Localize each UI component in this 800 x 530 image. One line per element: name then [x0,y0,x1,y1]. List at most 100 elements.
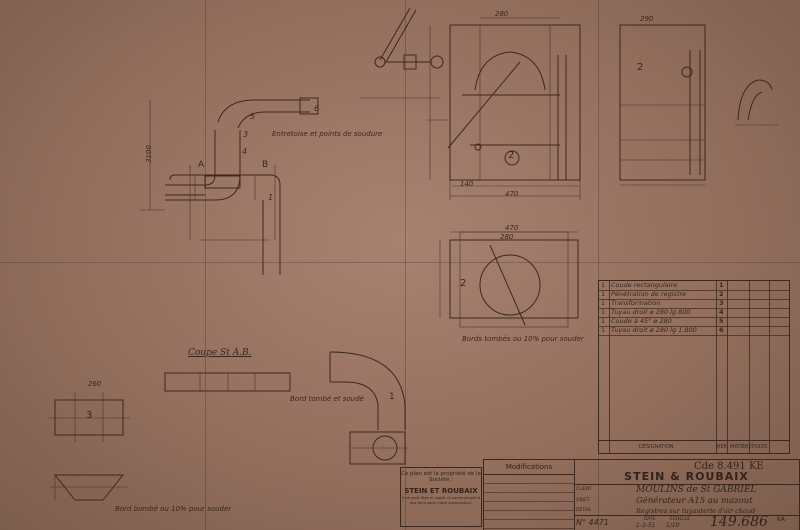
dim-140: 140 [460,180,474,188]
damper-handle [360,7,444,99]
modification-line [484,511,574,520]
drawing-suffix: KA [777,516,785,523]
footer-designation: DÉSIGNATION [639,444,674,450]
parts-list: 1 Coude rectangulaire 1 1 Pénétration de… [598,280,790,454]
title-block: Modifications Cde 8.491 KE STEIN & ROUBA… [483,459,800,530]
parts-list-row: 1 Pénétration de registre 2 [599,290,789,300]
object-label: OBJET [576,498,590,503]
drawing-serial: N° 4471 [576,518,609,527]
note-reinforcement: Entretoise et points de soudure [272,130,383,138]
transformation-views [48,392,130,501]
duct-elevation [140,97,319,275]
footer-ref: REP. [717,444,728,450]
modification-line [484,493,574,502]
section-marker-b: B [262,160,269,170]
order-number: Cde 8.491 KE [694,461,764,472]
section-marker-a: A [198,160,205,170]
damper-side-view [619,24,778,186]
part-ref: 1 [719,281,724,289]
ownership-notice: Ce plan est la propriété de la Société :… [400,467,482,527]
dim-290: 290 [640,15,654,23]
fold-line [405,0,406,530]
dim-260: 260 [88,380,102,388]
client-label: CLIENT [576,487,592,492]
dim-width-bottom: 470 [505,190,519,198]
parts-list-divider [716,281,717,453]
note-welded-edge: Bord tombé et soudé [290,395,364,403]
part-designation: Coude rectangulaire [611,281,678,289]
dim-height: 3100 [144,145,153,163]
footer-matter: MATIÈRE [730,444,752,450]
damper-elevation [426,17,581,200]
part-callout-5: 5 [250,112,256,121]
date-value: 1-3-51 [636,522,656,529]
part-qty: 1 [601,317,606,325]
part-callout-6: 6 [314,104,320,113]
part-designation: Pénétration de registre [611,290,687,298]
modification-line [484,502,574,511]
note-grid-edge: Bords tombés ou 10% pour souder [462,335,584,343]
part-designation: Tuyau droit ø 280 lg 1.800 [611,326,697,334]
modification-line [484,484,574,493]
fold-line [205,0,206,530]
notice-company: STEIN ET ROUBAIX [404,487,478,495]
detail-value: Registres sur tuyauterie d'air chaud [636,507,756,515]
part-qty: 1 [601,299,606,307]
section-title: Coupe St A.B. [188,348,252,358]
notice-line1: Ce plan est la propriété de la Société : [401,471,481,483]
fold-line [598,0,599,530]
parts-list-divider [727,281,728,453]
part-designation: Coude à 45° ø 280 [611,317,672,325]
part-callout-4: 4 [242,147,248,156]
part-ref: 2 [719,290,724,298]
company-name: STEIN & ROUBAIX [574,470,799,485]
date-label: DATE [644,517,656,522]
modifications-heading: Modifications [484,460,574,475]
object-value: Générateur A15 au mazout [636,496,753,506]
parts-list-row: 1 Transformation 3 [599,299,789,309]
parts-list-divider [609,281,610,453]
note-bottom-edge: Bord bombé ou 10% pour souder [115,505,232,513]
part-designation: Transformation [611,299,661,307]
parts-list-row: 1 Tuyau droit ø 280 lg 1.800 6 [599,326,789,336]
part-callout-1-elbow: 1 [389,392,395,402]
detail-label: DÉTAIL [576,508,592,513]
modification-line [484,520,574,529]
part-callout-2-top: 2 [508,150,515,161]
modification-line [484,475,574,484]
notice-line3: Il ne peut être ni copié, ni communiqué … [401,495,481,505]
drawing-number: 149.686 [710,514,768,530]
footer-weight: POIDS [752,444,768,450]
scale-value: 1/10 [666,522,680,529]
part-qty: 1 [601,281,606,289]
damper-section [439,231,579,328]
scale-label: ÉCHELLE [670,517,691,522]
part-callout-2-section: 2 [460,278,467,289]
part-qty: 1 [601,326,606,334]
part-ref: 6 [719,326,724,334]
title-block-bottom: N° 4471 DATE 1-3-51 ÉCHELLE 1/10 149.686… [574,514,799,530]
part-ref: 5 [719,317,724,325]
part-ref: 3 [719,299,724,307]
parts-list-divider [749,281,750,453]
part-callout-3-transform: 3 [86,410,93,421]
part-ref: 4 [719,308,724,316]
part-callout-1: 1 [268,193,274,202]
part-callout-2-side: 2 [637,62,644,73]
parts-list-divider [769,281,770,453]
part-qty: 1 [601,308,606,316]
dim-width-top: 280 [495,10,509,18]
parts-list-row: 1 Coude à 45° ø 280 5 [599,317,789,327]
modifications-box: Modifications [484,460,575,530]
parts-list-footer: DÉSIGNATION REP. MATIÈRE POIDS [599,440,789,453]
dim-280-section: 280 [500,233,514,241]
fold-line [0,262,800,263]
client-value: MOULINS de St GABRIEL [636,485,757,495]
part-callout-3: 3 [243,130,249,139]
parts-list-row: 1 Coude rectangulaire 1 [599,281,789,291]
title-block-main: Cde 8.491 KE STEIN & ROUBAIX CLIENT MOUL… [574,460,799,530]
dim-width-section: 470 [505,224,519,232]
part-qty: 1 [601,290,606,298]
